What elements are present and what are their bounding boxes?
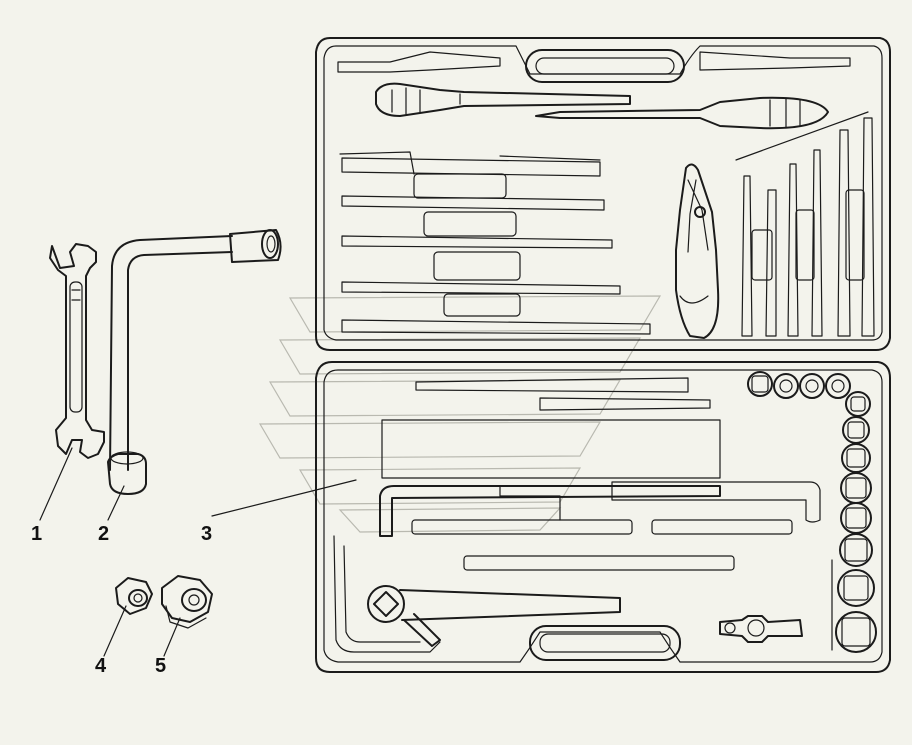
callout-labels: 1 2 3 4 5 bbox=[31, 523, 212, 677]
open-end-wrench bbox=[49, 243, 105, 459]
callout-label-1: 1 bbox=[31, 523, 42, 545]
universal-joint bbox=[719, 615, 803, 643]
callout-label-5: 5 bbox=[155, 655, 166, 677]
small-nut bbox=[115, 577, 153, 615]
punch-set bbox=[735, 111, 875, 337]
l-socket-wrench bbox=[107, 229, 282, 495]
case-lid bbox=[315, 37, 891, 351]
callout-label-3: 3 bbox=[201, 523, 212, 545]
flanged-nut bbox=[161, 575, 213, 629]
ratchet-handle bbox=[333, 535, 621, 653]
socket-set bbox=[747, 371, 877, 653]
pliers bbox=[675, 163, 720, 339]
callout-label-2: 2 bbox=[98, 523, 109, 545]
leader-lines bbox=[39, 447, 357, 657]
callout-label-4: 4 bbox=[95, 655, 107, 677]
lid-tool-slots bbox=[339, 151, 651, 335]
case-base bbox=[315, 361, 891, 673]
